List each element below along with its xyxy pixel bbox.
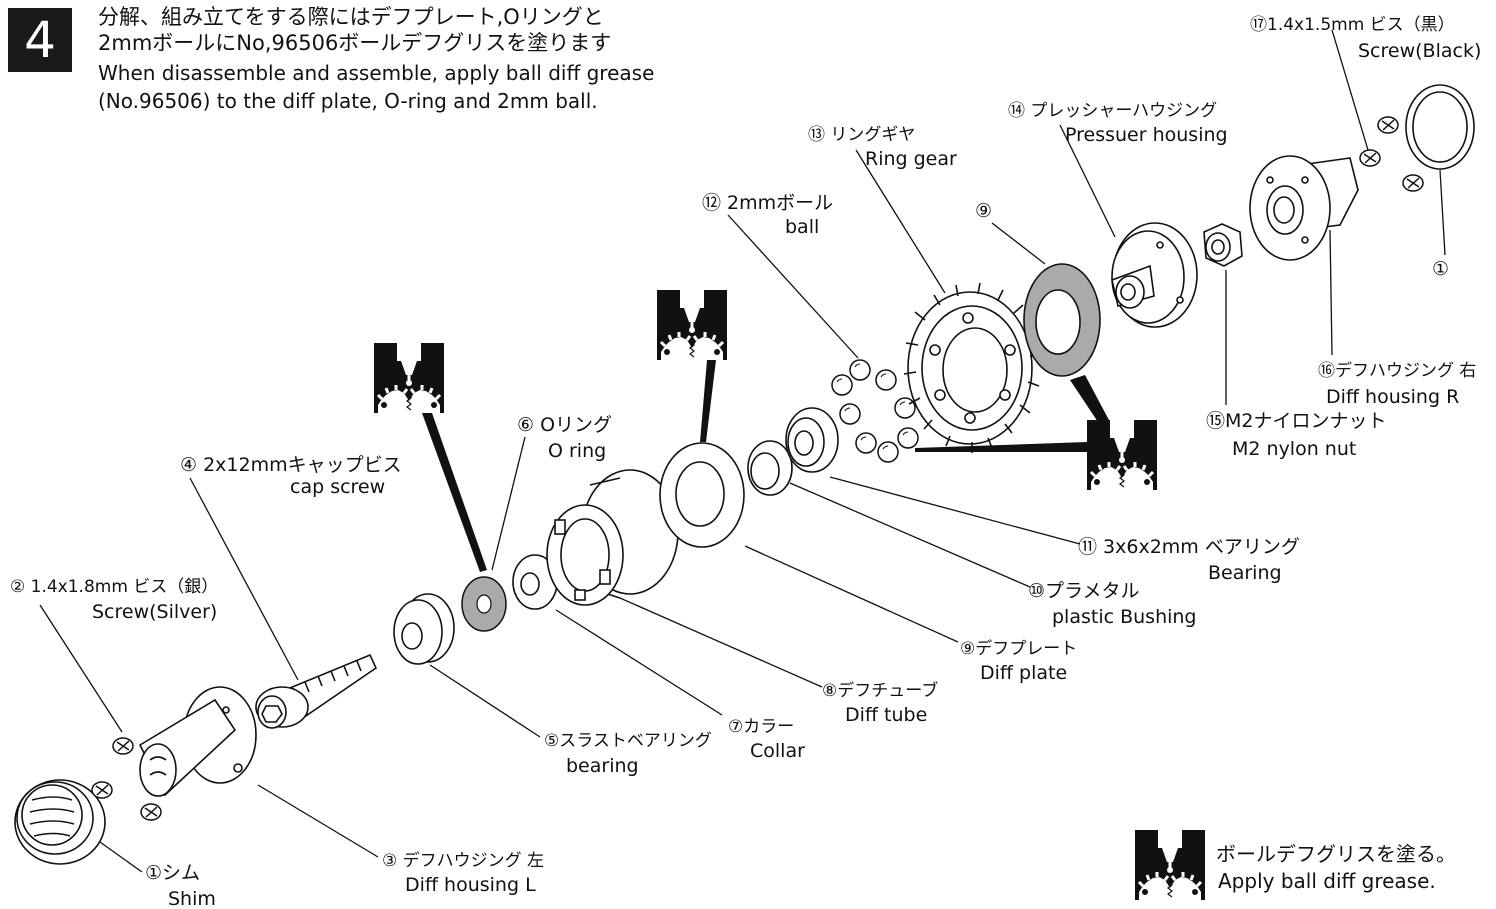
instruction-jp-line2: 2mmボールにNo,96506ボールデフグリスを塗ります bbox=[98, 31, 612, 55]
screw-silver-1 bbox=[112, 737, 134, 755]
bearing-part bbox=[785, 407, 839, 473]
label-p16-jp: ⑯デフハウジング 右 bbox=[1318, 361, 1477, 381]
label-p17-jp: ⑰1.4x1.5mm ビス（黒） bbox=[1250, 15, 1455, 35]
label-p12-en: ball bbox=[785, 216, 820, 238]
plastic-bushing-part bbox=[747, 440, 793, 496]
label-p9-top: ⑨ bbox=[975, 200, 993, 222]
pressure-housing-part bbox=[1111, 222, 1198, 328]
diff-housing-l-part bbox=[138, 686, 257, 797]
ring-gear-part bbox=[903, 282, 1042, 453]
label-p5-en: bearing bbox=[566, 755, 639, 777]
label-p1-jp: ①シム bbox=[145, 862, 201, 884]
label-p11-en: Bearing bbox=[1208, 562, 1282, 584]
cap-screw-part bbox=[255, 653, 378, 729]
label-p15-jp: ⑮M2ナイロンナット bbox=[1206, 410, 1387, 432]
label-p7-en: Collar bbox=[750, 740, 805, 762]
instruction-jp-line1: 分解、組み立てをする際にはデフプレート,Oリングと bbox=[98, 5, 604, 29]
label-p4-jp: ④ 2x12mmキャップビス bbox=[180, 454, 402, 476]
shim-right-part bbox=[1405, 84, 1475, 170]
label-p7-jp: ⑦カラー bbox=[728, 717, 795, 737]
screw-black-2 bbox=[1359, 149, 1381, 167]
label-p9-jp: ⑨デフプレート bbox=[960, 639, 1078, 659]
instruction-en-line2: (No.96506) to the diff plate, O-ring and… bbox=[98, 89, 598, 113]
label-p17-en: Screw(Black) bbox=[1358, 40, 1482, 62]
label-p10-en: plastic Bushing bbox=[1052, 606, 1197, 628]
label-p1-right: ① bbox=[1432, 258, 1450, 280]
label-p6-en: O ring bbox=[548, 440, 607, 462]
label-p1-en: Shim bbox=[168, 888, 216, 909]
grease-callout-balls bbox=[915, 375, 1159, 492]
legend-en: Apply ball diff grease. bbox=[1218, 869, 1436, 893]
shim-part bbox=[14, 779, 106, 865]
instruction-en-line1: When disassemble and assemble, apply bal… bbox=[98, 61, 655, 85]
label-p2-jp: ② 1.4x1.8mm ビス（銀） bbox=[10, 577, 219, 597]
step-number-badge: 4 bbox=[8, 8, 72, 72]
diff-plate-top-part bbox=[1023, 263, 1101, 377]
label-p4-en: cap screw bbox=[290, 476, 386, 498]
diff-tube-part bbox=[546, 469, 679, 606]
label-p13-en: Ring gear bbox=[865, 148, 957, 170]
grease-icon bbox=[1133, 828, 1207, 902]
label-p12-jp: ⑫ 2mmボール bbox=[702, 192, 834, 214]
label-p14-en: Pressuer housing bbox=[1065, 124, 1228, 146]
diff-plate-part bbox=[659, 442, 745, 548]
label-p15-en: M2 nylon nut bbox=[1232, 438, 1357, 460]
grease-callout-oring bbox=[372, 341, 487, 572]
label-p8-jp: ⑧デフチューブ bbox=[822, 681, 939, 701]
thrust-bearing-part bbox=[393, 593, 455, 665]
label-p10-jp: ⑩プラメタル bbox=[1028, 580, 1140, 602]
label-p16-en: Diff housing R bbox=[1326, 386, 1460, 408]
diff-housing-r-part bbox=[1249, 155, 1359, 261]
label-p3-en: Diff housing L bbox=[405, 874, 536, 896]
label-p13-jp: ⑬ リングギヤ bbox=[808, 125, 916, 145]
label-p2-en: Screw(Silver) bbox=[92, 601, 218, 623]
label-p11-jp: ⑪ 3x6x2mm ベアリング bbox=[1078, 536, 1300, 558]
o-ring-part bbox=[461, 576, 507, 632]
screw-silver-2 bbox=[91, 781, 113, 799]
screw-black-3 bbox=[1402, 174, 1424, 192]
balls-part bbox=[831, 359, 919, 463]
nylon-nut-part bbox=[1203, 223, 1243, 267]
label-p3-jp: ③ デフハウジング 左 bbox=[382, 851, 545, 871]
label-p5-jp: ⑤スラストベアリング bbox=[544, 731, 712, 751]
label-p14-jp: ⑭ プレッシャーハウジング bbox=[1008, 101, 1218, 121]
screw-black-1 bbox=[1377, 116, 1399, 134]
grease-callout-plate bbox=[655, 288, 729, 442]
label-p6-jp: ⑥ Oリング bbox=[517, 414, 613, 436]
label-p9-en: Diff plate bbox=[980, 662, 1068, 684]
leader-lines bbox=[39, 29, 1446, 873]
label-p8-en: Diff tube bbox=[845, 704, 928, 726]
screw-silver-3 bbox=[140, 803, 162, 821]
legend-jp: ボールデフグリスを塗る。 bbox=[1216, 842, 1456, 866]
